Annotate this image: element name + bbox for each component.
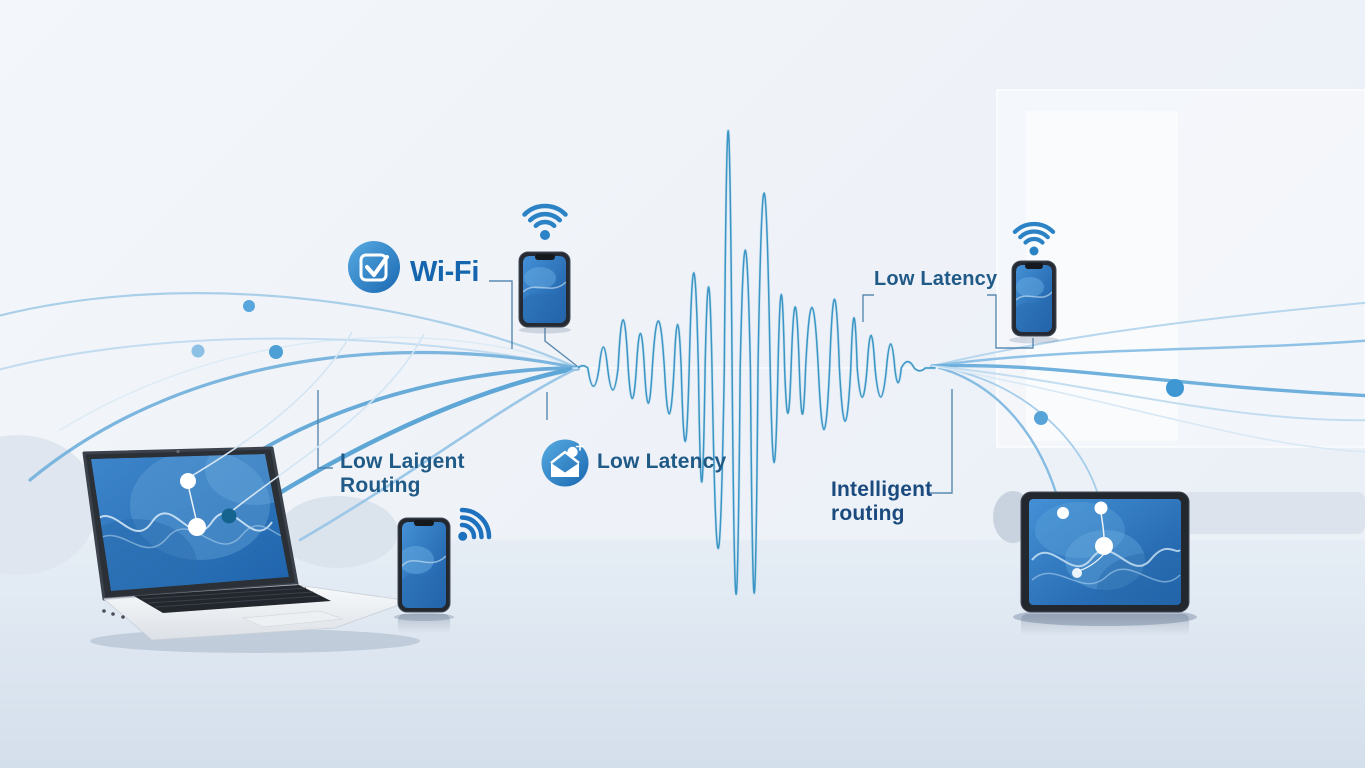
floor-horizon [0,536,1365,540]
latency-center-label: Low Latency [597,450,726,474]
smartphone-right [1009,260,1059,344]
smartphone-bottom [394,517,454,634]
flow-dot [1094,501,1108,515]
flow-dot [1072,568,1082,578]
phone-notch [535,254,555,260]
floor-step-right [1183,492,1365,534]
envelope-inbox-icon [541,439,589,487]
phone-reflection [398,614,450,634]
flow-dot [1166,379,1184,397]
flow-dot [269,345,283,359]
latency-right-label: Low Latency [874,268,997,291]
tablet-incoming-streams [1057,501,1113,578]
latency-right-text: Low Latency [874,268,998,290]
phone-screen [1016,265,1052,332]
wifi-connector-line [489,280,513,349]
phone-shadow [519,326,571,334]
flow-dot [1034,411,1048,425]
routing-left-label: Low Laigent Routing [340,450,465,498]
routing-left-connector-line [317,390,333,469]
phone-screen [523,256,566,323]
phone-notch [1025,263,1043,269]
routing-right-line1: Intelligent [831,478,933,501]
routing-right-line2: routing [831,502,905,526]
routing-right-connector-line [929,389,953,494]
laptop-incoming-streams [180,331,425,536]
wifi-label: Wi-Fi [410,256,479,289]
flow-dot [188,518,206,536]
latency-right-right-bracket [987,294,1034,349]
connection-curves-left [0,292,581,542]
routing-left-line2: Routing [340,474,421,498]
latency-right-left-bracket [862,294,874,322]
waveform-line [577,129,936,595]
background [0,89,1365,768]
flow-dot [221,508,237,524]
tablet [1013,491,1197,636]
laptop-keyboard [134,585,331,613]
phone-screen [402,522,446,608]
checkbox-check-icon [348,241,400,293]
routing-right-label: Intelligent routing [831,478,932,526]
wall-blob-left [0,435,98,575]
wifi-signal-icon-right [1012,221,1056,256]
laptop-camera [176,449,180,454]
wifi-signal-icon-bottom [458,507,492,541]
flow-dot [180,473,196,489]
laptop-trackpad [241,610,344,628]
wifi-signal-icon-top [522,203,568,240]
tablet-reflection [1021,614,1189,636]
latency-center-text: Low Latency [597,450,727,473]
connection-curves-right [930,301,1365,508]
routing-left-line1: Low Laigent [340,450,465,473]
phone-notch [414,520,434,526]
laptop-ports [102,609,125,619]
phone-shadow [1009,336,1059,344]
flow-dot [243,300,255,312]
smartphone-top [518,251,571,334]
flow-dot [1057,507,1069,519]
flow-dot [1095,537,1113,555]
waveform [572,129,938,596]
flow-dot [191,344,205,358]
wifi-label-text: Wi-Fi [410,256,480,288]
laptop-key-rows [140,587,320,608]
phone-top-connector-line [544,328,578,367]
connector-lines [317,280,1034,494]
wall-blob-center [278,496,398,568]
